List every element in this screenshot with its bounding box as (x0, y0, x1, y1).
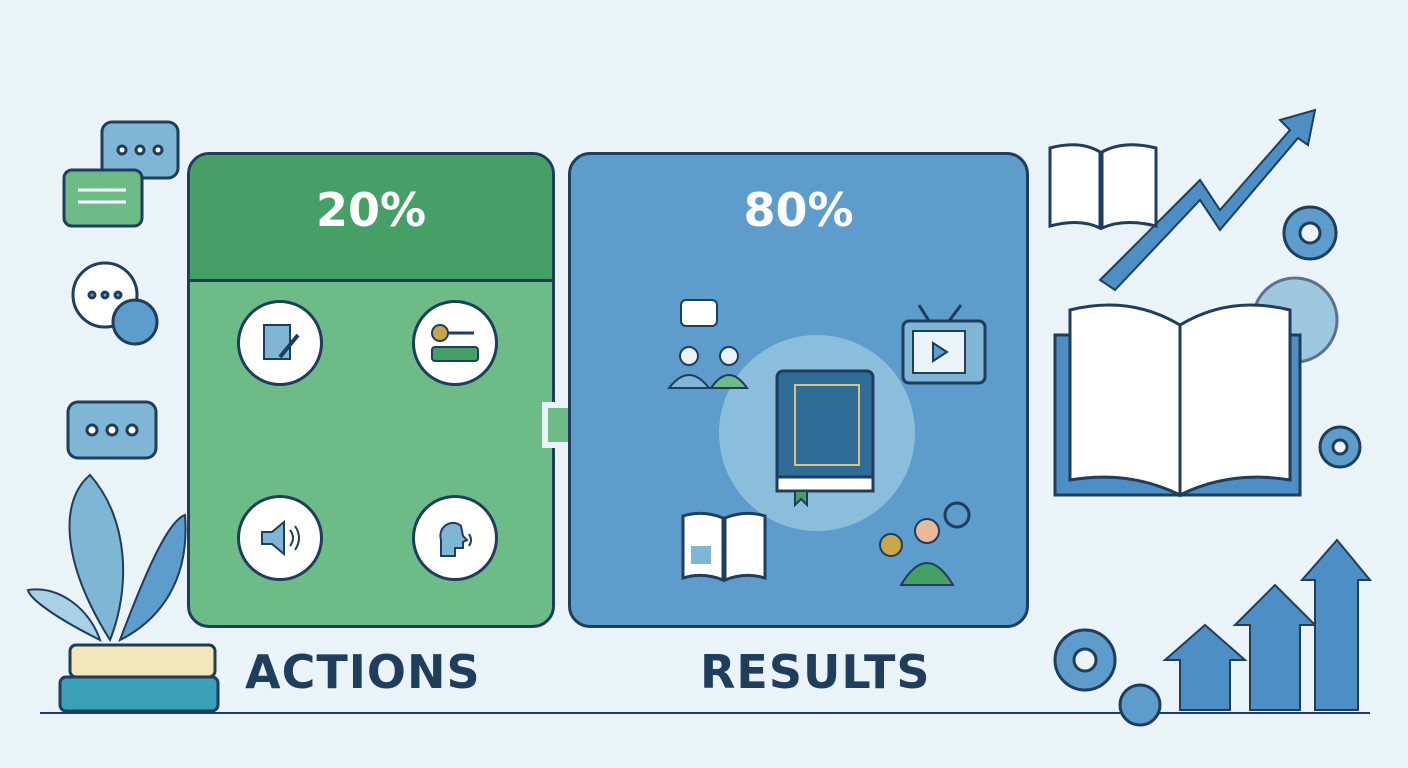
growth-decoration (1048, 108, 1373, 727)
results-panel: 80% (568, 152, 1029, 628)
books-stack-icon (58, 643, 220, 713)
trend-arrow-icon (1098, 108, 1317, 292)
chat-bubble-icon (62, 120, 180, 460)
document-edit-icon (237, 300, 323, 386)
chat-bubbles-decoration (26, 120, 220, 713)
actions-percent: 20% (315, 183, 427, 237)
actions-label: ACTIONS (245, 645, 481, 699)
tv-play-icon (901, 304, 987, 385)
open-book-icon (681, 511, 767, 583)
up-arrows-icon (1162, 538, 1373, 711)
small-open-book-icon (1048, 143, 1158, 231)
actions-panel: 20% (187, 152, 555, 628)
results-percent: 80% (743, 183, 854, 237)
baseline (40, 712, 1370, 714)
conversation-people-icon (666, 299, 749, 389)
actions-header: 20% (190, 155, 552, 282)
speaking-head-icon (412, 495, 498, 581)
results-label: RESULTS (700, 645, 931, 699)
speaker-icon (237, 495, 323, 581)
book-icon (775, 369, 875, 508)
businessman-icon (879, 501, 971, 586)
plant-icon (26, 473, 187, 643)
key-password-icon (412, 300, 498, 386)
large-open-book-icon (1053, 303, 1302, 498)
